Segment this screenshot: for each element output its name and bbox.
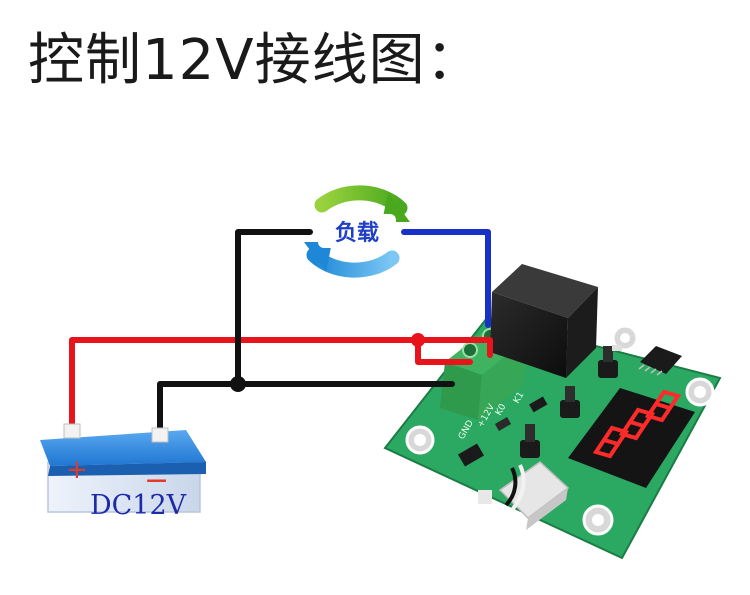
battery-label: DC12V [90,490,187,521]
led [598,332,608,338]
load-wire [401,229,491,328]
plus-sign: + [66,455,88,485]
load-label: 负载 [335,220,379,246]
ic-chip [640,346,682,374]
ground-to-load-wire [235,229,313,387]
display-digit [618,407,656,441]
seven-segment-display [568,388,695,488]
sensor-wire-clip [478,490,492,504]
positive-wire-branch [415,337,473,365]
sensor-connector [498,461,570,530]
minus-sign: − [144,463,169,498]
diode [457,443,485,467]
positive-wire [69,337,493,435]
push-button[interactable] [520,424,540,458]
battery-negative-terminal [151,427,169,443]
junction-dot [230,376,246,392]
display-digit [592,425,630,459]
battery-positive-terminal [63,423,81,439]
battery: + − DC12V [40,423,206,521]
push-button[interactable] [560,386,580,418]
smd-part [494,417,512,431]
load-icon: 负载 [304,185,410,278]
junction-dot [411,333,425,347]
page-title: 控制12V接线图： [28,28,483,93]
smd-part [529,396,548,413]
relay [490,264,598,378]
display-digit [644,389,682,423]
push-button[interactable] [598,346,618,378]
led [612,345,622,351]
thermostat-board: GND +12V K0 K1 [383,264,722,560]
ground-wire [157,381,455,439]
